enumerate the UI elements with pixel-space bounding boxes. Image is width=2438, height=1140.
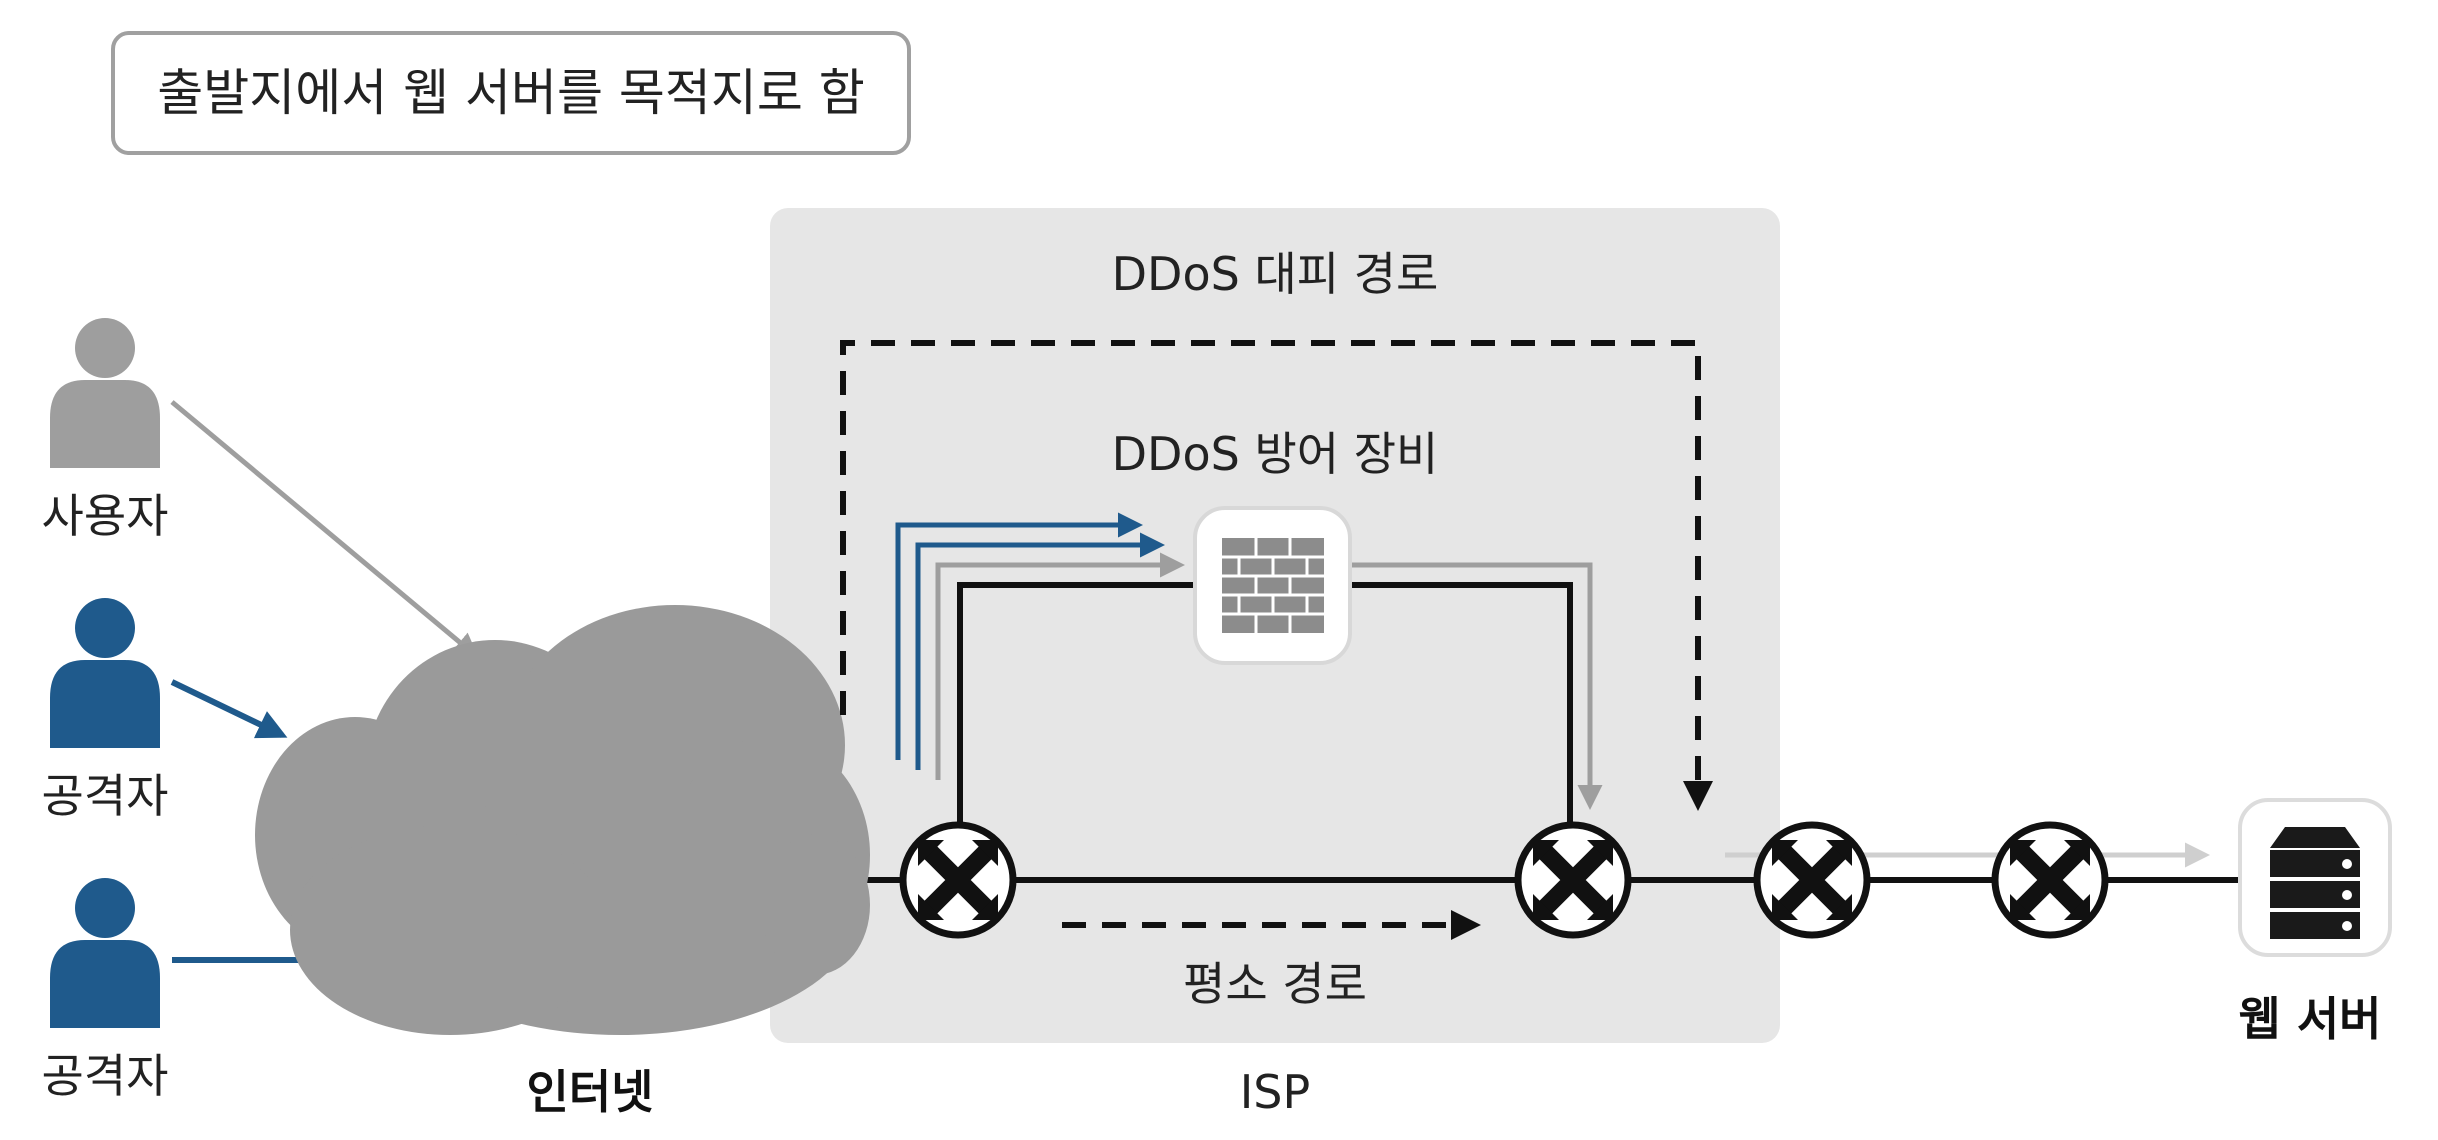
title-box: 출발지에서 웹 서버를 목적지로 함: [111, 31, 911, 155]
user-person-icon: [50, 318, 160, 468]
normal-route-label: 평소 경로: [1183, 957, 1367, 1011]
attacker-label-1: 공격자: [42, 769, 169, 823]
bypass-label: DDoS 대피 경로: [1112, 247, 1439, 301]
user-flow-to-firewall: [935, 552, 1185, 780]
attacker-arrow-1: [170, 679, 288, 739]
bypass-route: [840, 340, 1713, 811]
router-icon-3: [1757, 825, 1867, 935]
router-icon-1: [903, 825, 1013, 935]
attacker-label-2: 공격자: [42, 1049, 169, 1103]
internet-cloud-icon: [255, 605, 870, 1035]
attacker-person-icon-2: [50, 878, 160, 1028]
web-server-label: 웹 서버: [2239, 992, 2382, 1046]
user-arrow: [170, 400, 479, 659]
attacker-person-icon-1: [50, 598, 160, 748]
server-icon: [2238, 798, 2392, 957]
router-icon-2: [1518, 825, 1628, 935]
router-icon-4: [1995, 825, 2105, 935]
title-text: 출발지에서 웹 서버를 목적지로 함: [157, 64, 865, 122]
isp-label: ISP: [1240, 1065, 1311, 1119]
internet-label: 인터넷: [527, 1065, 654, 1119]
firewall-icon: [1193, 506, 1352, 665]
defense-label: DDoS 방어 장비: [1112, 427, 1439, 481]
clean-flow-from-firewall: [1345, 562, 1603, 810]
user-label: 사용자: [42, 489, 169, 543]
attack-flow-1: [895, 512, 1143, 760]
attack-flow-2: [915, 532, 1165, 770]
